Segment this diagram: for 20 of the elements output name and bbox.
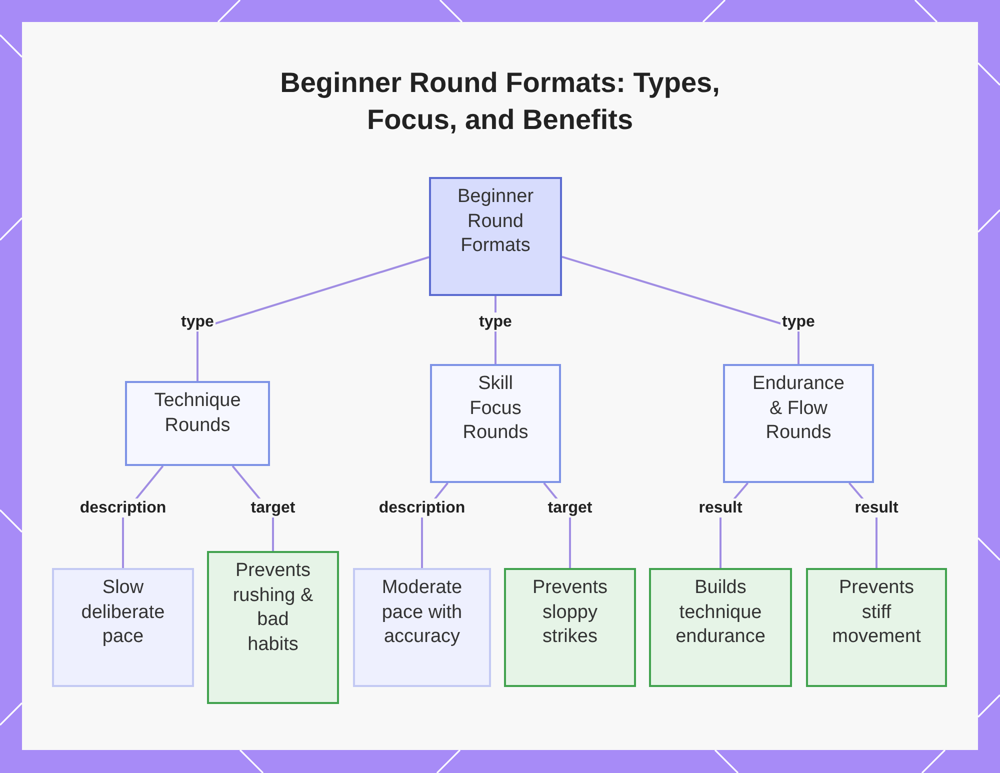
edge-label: description: [376, 498, 468, 518]
category-box: Endurance & Flow Rounds: [723, 364, 874, 483]
edge-label: description: [78, 498, 168, 518]
outcome-box: Prevents stiff movement: [806, 568, 947, 687]
edge-label: result: [852, 498, 900, 518]
description-box: Slow deliberate pace: [52, 568, 194, 687]
topic-box: Beginner Round Formats: [429, 177, 562, 296]
outcome-box: Builds technique endurance: [649, 568, 792, 687]
edge-label: result: [696, 498, 744, 518]
description-box: Moderate pace with accuracy: [353, 568, 491, 687]
connector-line: [196, 256, 430, 381]
edge-label: type: [477, 312, 514, 332]
category-box: Skill Focus Rounds: [430, 364, 561, 483]
title: Beginner Round Formats: Types, Focus, and Benefits: [279, 66, 721, 137]
outcome-box: Prevents rushing & bad habits: [207, 551, 339, 704]
edge-label: target: [546, 498, 594, 518]
category-box: Technique Rounds: [125, 381, 270, 466]
edge-label: target: [248, 498, 298, 518]
outcome-box: Prevents sloppy strikes: [504, 568, 636, 687]
connector-line: [562, 256, 800, 364]
